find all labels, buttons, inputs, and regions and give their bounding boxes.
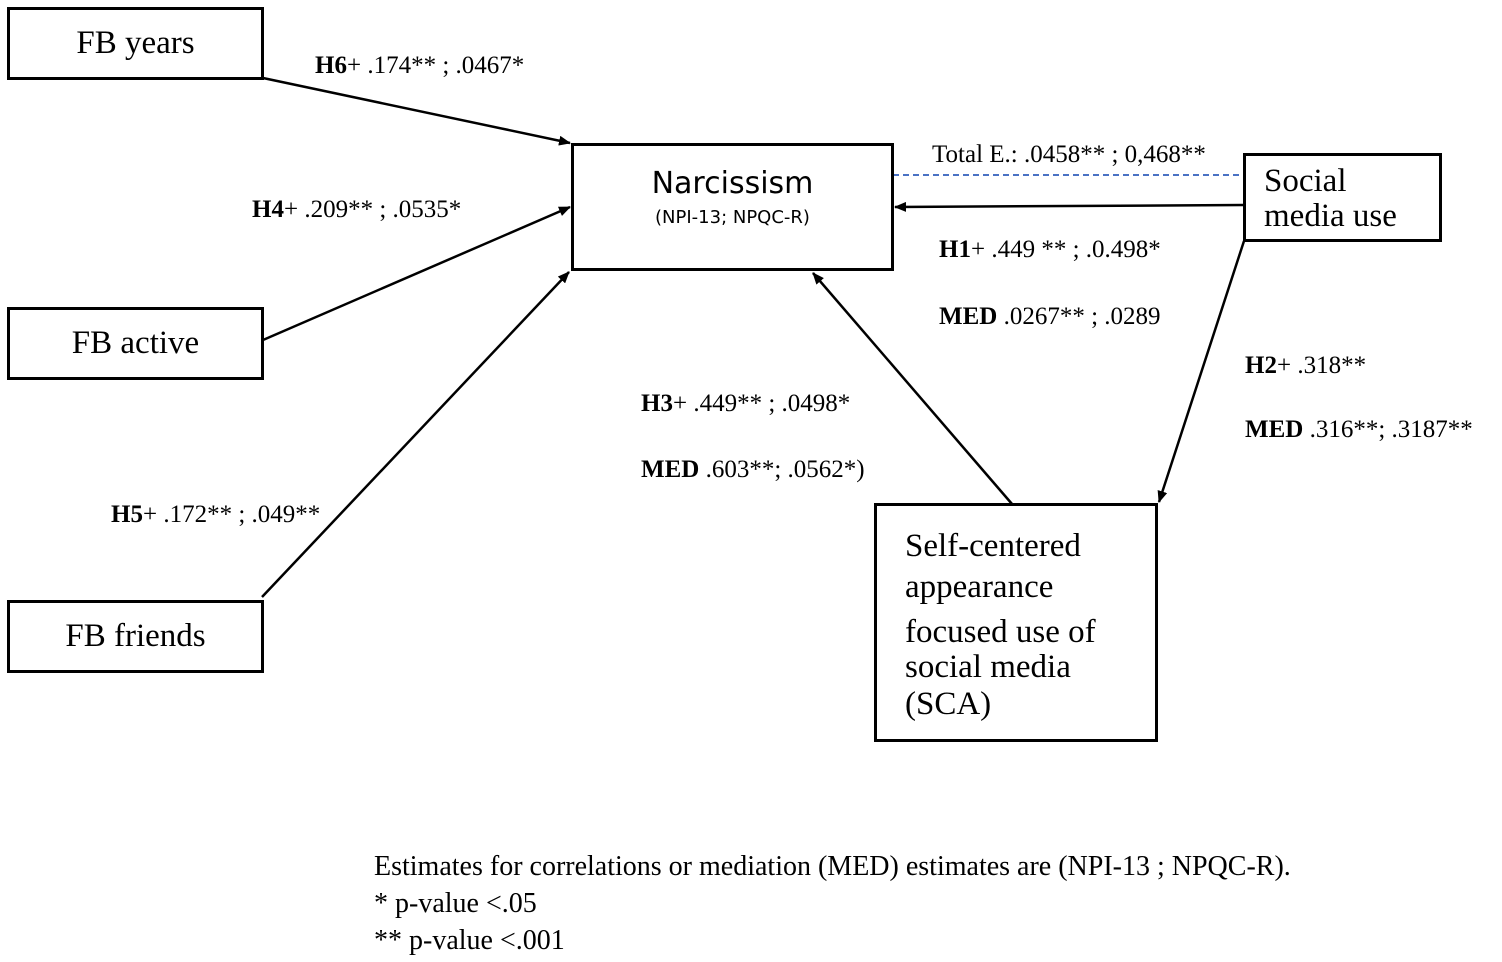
label-h3-med: MED .603**; .0562*) — [641, 456, 865, 484]
label-h5-tag: H5 — [111, 501, 143, 528]
node-social-media-line1: Social — [1264, 163, 1347, 199]
label-h3: H3+ .449** ; .0498* — [641, 390, 850, 418]
label-h2-values: .318** — [1291, 352, 1367, 379]
label-h2-med: MED .316**; .3187** — [1245, 416, 1473, 444]
node-social-media-use: Social media use — [1243, 153, 1442, 242]
label-h1-med-tag: MED — [939, 303, 998, 330]
label-h5-values: .172** ; .049** — [157, 501, 321, 528]
node-fb-friends: FB friends — [7, 600, 264, 673]
label-h1-values: .449 ** ; .0.498* — [985, 236, 1161, 263]
node-fb-active: FB active — [7, 307, 264, 380]
footnote-p001: ** p-value <.001 — [374, 925, 565, 956]
label-h1-med: MED .0267** ; .0289 — [939, 303, 1161, 331]
label-h5: H5+ .172** ; .049** — [111, 501, 320, 529]
label-h2-sign: + — [1276, 352, 1292, 379]
label-h4-sign: + — [283, 196, 299, 223]
label-h2-tag: H2 — [1245, 352, 1277, 379]
edge-fb-active-narcissism — [262, 205, 571, 342]
label-h3-sign: + — [672, 390, 688, 417]
node-sca: Self-centered appearance focused use of … — [874, 503, 1158, 742]
label-h5-sign: + — [142, 501, 158, 528]
label-h3-med-values: .603**; .0562*) — [699, 456, 865, 483]
node-sca-line: Self-centered — [905, 528, 1081, 564]
label-h3-tag: H3 — [641, 390, 673, 417]
footnote-estimates: Estimates for correlations or mediation … — [374, 851, 1291, 882]
label-h2-med-tag: MED — [1245, 416, 1304, 443]
label-h2: H2+ .318** — [1245, 352, 1366, 380]
node-sca-line: appearance — [905, 569, 1054, 605]
node-fb-years: FB years — [7, 7, 264, 80]
edge-fb-years-narcissism — [262, 76, 571, 146]
node-fb-years-label: FB years — [76, 25, 195, 61]
footnotes: Estimates for correlations or mediation … — [374, 848, 1291, 959]
label-total-effect: Total E.: .0458** ; 0,468** — [932, 141, 1206, 169]
node-sca-line: focused use of — [905, 614, 1096, 650]
label-h1-med-values: .0267** ; .0289 — [997, 303, 1161, 330]
label-h6: H6+ .174** ; .0467* — [315, 52, 524, 80]
edge-fb-friends-narcissism — [261, 271, 570, 598]
label-h1-tag: H1 — [939, 236, 971, 263]
edge-social-media-narcissism — [894, 201, 1245, 212]
node-sca-line: (SCA) — [905, 686, 992, 722]
node-narcissism: Narcissism (NPI-13; NPQC-R) — [571, 143, 894, 271]
node-fb-friends-label: FB friends — [65, 618, 206, 654]
edge-sca-narcissism — [812, 272, 1013, 505]
node-fb-active-label: FB active — [71, 325, 200, 361]
label-h6-tag: H6 — [315, 52, 347, 79]
node-narcissism-title: Narcissism — [651, 166, 814, 201]
node-sca-line: social media — [905, 649, 1071, 685]
node-narcissism-subtitle: (NPI-13; NPQC-R) — [655, 207, 810, 228]
label-h6-sign: + — [346, 52, 362, 79]
label-h4: H4+ .209** ; .0535* — [252, 196, 461, 224]
footnote-p05: * p-value <.05 — [374, 888, 537, 919]
label-h2-med-values: .316**; .3187** — [1303, 416, 1473, 443]
label-h3-values: .449** ; .0498* — [687, 390, 851, 417]
node-social-media-line2: media use — [1264, 198, 1397, 234]
label-h4-tag: H4 — [252, 196, 284, 223]
label-h1-sign: + — [970, 236, 986, 263]
label-h6-values: .174** ; .0467* — [361, 52, 525, 79]
label-h3-med-tag: MED — [641, 456, 700, 483]
label-h4-values: .209** ; .0535* — [298, 196, 462, 223]
label-h1: H1+ .449 ** ; .0.498* — [939, 236, 1161, 264]
edge-social-media-sca — [1157, 240, 1246, 503]
